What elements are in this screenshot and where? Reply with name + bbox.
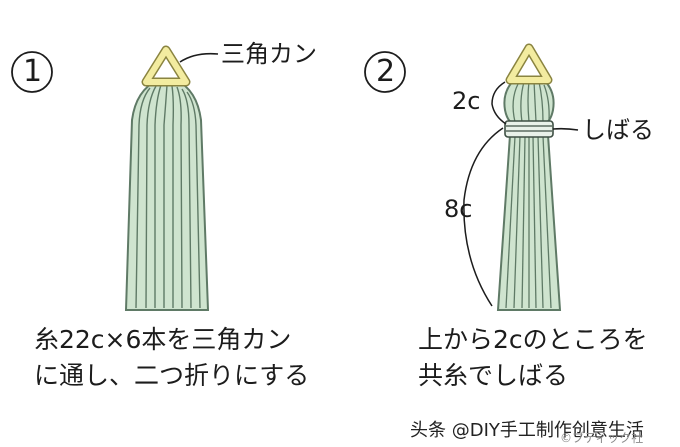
step1-ring-label: 三角カン bbox=[221, 40, 317, 68]
step2-figure bbox=[364, 43, 579, 311]
step2-2c-label: 2c bbox=[452, 87, 481, 115]
step2-number-circle bbox=[364, 51, 406, 93]
step2-tie-wrap bbox=[504, 120, 554, 138]
step2-tie-label: しばる bbox=[582, 116, 654, 144]
step1-caption-line2: に通し、二つ折りにする bbox=[34, 361, 310, 390]
step1-number: 1 bbox=[23, 54, 43, 89]
step1-number-circle bbox=[11, 51, 53, 93]
step2-2c-measure-curve bbox=[491, 81, 507, 125]
step1-thread-strands bbox=[135, 84, 201, 309]
step1-figure bbox=[11, 45, 219, 311]
step2-skirt-strands bbox=[505, 135, 552, 309]
step2-tie-leader bbox=[552, 127, 579, 131]
step2-caption-line2: 共糸でしばる bbox=[418, 361, 569, 390]
step2-8c-measure-curve bbox=[463, 127, 504, 307]
step2-caption-line1: 上から2cのところを bbox=[418, 325, 648, 354]
step1-ring-leader bbox=[179, 52, 219, 63]
step1-caption-line1: 糸22c×6本を三角カン bbox=[34, 325, 292, 354]
step1-triangle-ring bbox=[143, 47, 189, 85]
step2-8c-label: 8c bbox=[444, 195, 473, 223]
watermark-bar: 头条 @DIY手工制作创意生活 ©ブティック社 bbox=[410, 412, 680, 447]
publisher-credit: ©ブティック社 bbox=[560, 431, 644, 445]
step2-triangle-ring bbox=[507, 45, 551, 83]
watermark-text: 头条 @DIY手工制作创意生活 bbox=[410, 420, 644, 441]
step2-number: 2 bbox=[376, 54, 396, 89]
